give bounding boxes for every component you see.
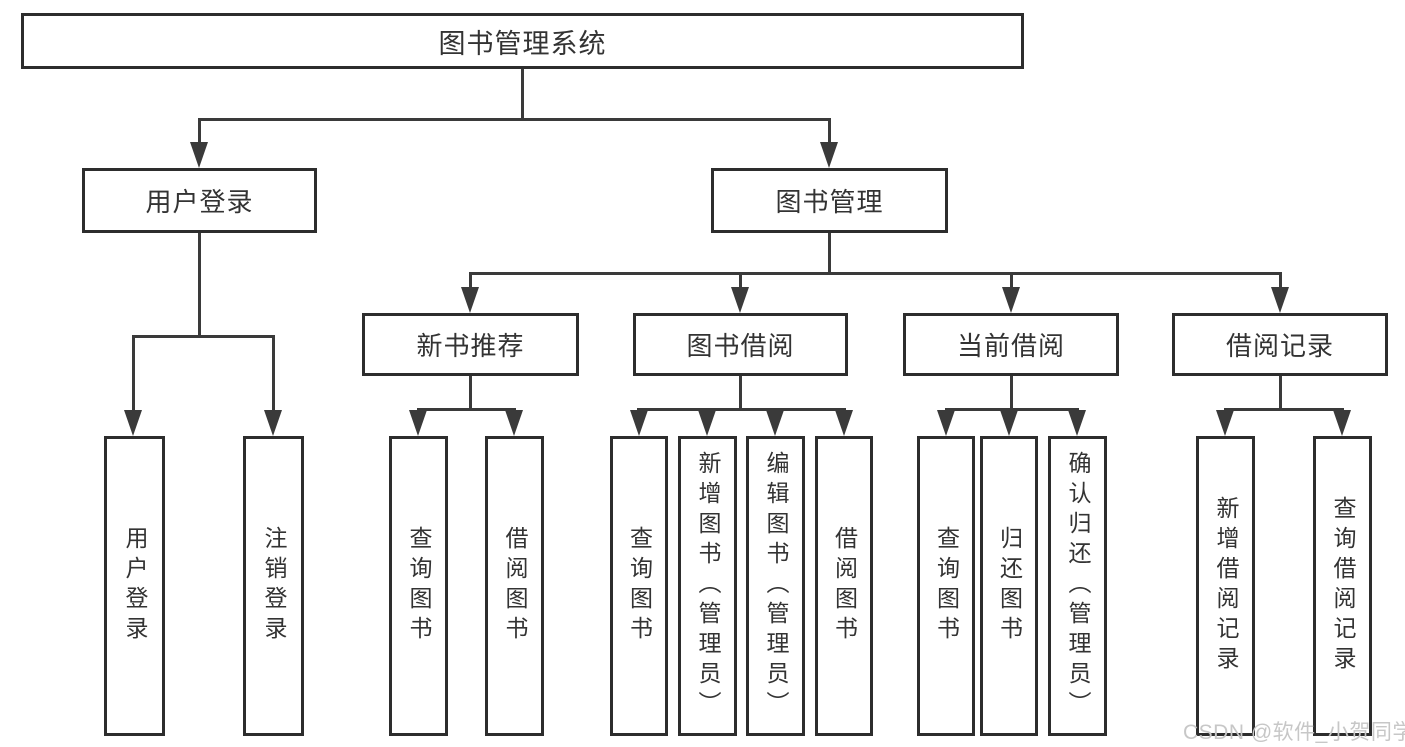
connector-hline <box>198 118 831 121</box>
arrow-down-icon <box>1271 287 1289 313</box>
node-user-login: 用户登录 <box>82 168 317 233</box>
connector-vline <box>198 233 201 338</box>
node-label: 图书管理 <box>775 187 884 217</box>
leaf-label: 用户登录 <box>122 526 148 646</box>
leaf-label: 注销登录 <box>261 526 287 646</box>
connector-hline <box>132 335 275 338</box>
connector-vline <box>469 272 472 290</box>
arrow-down-icon <box>264 410 282 436</box>
connector-hline <box>469 272 1282 275</box>
connector-vline <box>1010 272 1013 290</box>
connector-hline <box>1224 408 1344 411</box>
leaf-label: 查询图书 <box>626 526 653 646</box>
connector-vline <box>828 233 831 275</box>
leaf-query-books-current: 查询图书 <box>917 436 975 736</box>
arrow-down-icon <box>505 410 523 436</box>
node-label: 新书推荐 <box>416 331 525 361</box>
arrow-down-icon <box>766 410 784 436</box>
connector-hline <box>637 408 846 411</box>
connector-vline <box>198 118 201 146</box>
leaf-label: 新增图书（管理员） <box>695 451 721 721</box>
connector-vline <box>272 335 275 412</box>
leaf-label: 查询借阅记录 <box>1330 496 1356 676</box>
node-new-book-recommend: 新书推荐 <box>362 313 579 376</box>
arrow-down-icon <box>409 410 427 436</box>
csdn-watermark: CSDN @软件_小贺同学 <box>1183 721 1405 744</box>
node-label: 图书管理系统 <box>438 28 607 59</box>
node-label: 当前借阅 <box>956 331 1065 361</box>
connector-vline <box>739 272 742 290</box>
node-book-borrowing: 图书借阅 <box>633 313 848 376</box>
connector-hline <box>945 408 1079 411</box>
connector-vline <box>521 69 524 119</box>
connector-vline <box>1279 376 1282 411</box>
arrow-down-icon <box>630 410 648 436</box>
leaf-confirm-return-admin: 确认归还（管理员） <box>1048 436 1107 736</box>
arrow-down-icon <box>820 142 838 168</box>
leaf-label: 归还图书 <box>996 526 1023 646</box>
connector-vline <box>1010 376 1013 411</box>
arrow-down-icon <box>1333 410 1351 436</box>
leaf-label: 确认归还（管理员） <box>1065 451 1091 721</box>
node-borrowing-records: 借阅记录 <box>1172 313 1388 376</box>
leaf-label: 查询图书 <box>933 526 960 646</box>
arrow-down-icon <box>731 287 749 313</box>
leaf-user-login: 用户登录 <box>104 436 165 736</box>
leaf-logout: 注销登录 <box>243 436 304 736</box>
leaf-label: 新增借阅记录 <box>1213 496 1239 676</box>
leaf-label: 编辑图书（管理员） <box>763 451 789 721</box>
arrow-down-icon <box>937 410 955 436</box>
connector-vline <box>469 376 472 411</box>
leaf-edit-book-admin: 编辑图书（管理员） <box>746 436 805 736</box>
arrow-down-icon <box>1000 410 1018 436</box>
connector-vline <box>828 118 831 146</box>
arrow-down-icon <box>698 410 716 436</box>
leaf-return-book: 归还图书 <box>980 436 1038 736</box>
arrow-down-icon <box>1216 410 1234 436</box>
leaf-label: 查询图书 <box>406 526 432 646</box>
leaf-borrow-books-recommend: 借阅图书 <box>485 436 544 736</box>
arrow-down-icon <box>1002 287 1020 313</box>
arrow-down-icon <box>124 410 142 436</box>
node-label: 借阅记录 <box>1225 331 1334 361</box>
arrow-down-icon <box>1068 410 1086 436</box>
leaf-add-book-admin: 新增图书（管理员） <box>678 436 737 736</box>
node-label: 图书借阅 <box>686 331 795 361</box>
leaf-label: 借阅图书 <box>831 526 858 646</box>
node-current-borrowing: 当前借阅 <box>903 313 1119 376</box>
node-book-management: 图书管理 <box>711 168 948 233</box>
connector-hline <box>417 408 516 411</box>
leaf-add-borrow-record: 新增借阅记录 <box>1196 436 1255 736</box>
node-library-management-system: 图书管理系统 <box>21 13 1024 69</box>
arrow-down-icon <box>835 410 853 436</box>
leaf-query-borrow-record: 查询借阅记录 <box>1313 436 1372 736</box>
connector-vline <box>132 335 135 412</box>
leaf-label: 借阅图书 <box>502 526 528 646</box>
connector-vline <box>1279 272 1282 290</box>
leaf-query-books-borrow: 查询图书 <box>610 436 668 736</box>
connector-vline <box>739 376 742 411</box>
node-label: 用户登录 <box>145 187 254 217</box>
arrow-down-icon <box>461 287 479 313</box>
leaf-query-books-recommend: 查询图书 <box>389 436 448 736</box>
arrow-down-icon <box>190 142 208 168</box>
leaf-borrow-books-borrow: 借阅图书 <box>815 436 873 736</box>
